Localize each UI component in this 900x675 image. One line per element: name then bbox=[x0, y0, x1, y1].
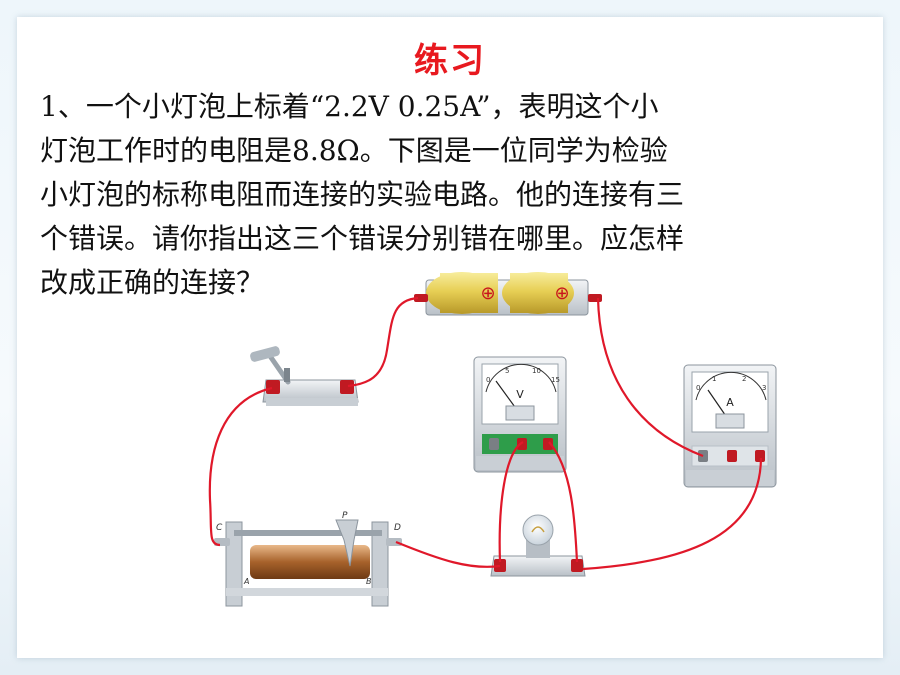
scale-label: 0 bbox=[696, 384, 700, 392]
rheostat: C D P A B bbox=[214, 511, 402, 607]
scale-label: 15 bbox=[551, 376, 560, 384]
terminal bbox=[727, 450, 737, 462]
terminal-neg bbox=[489, 438, 499, 450]
terminal bbox=[517, 438, 527, 450]
rheostat-label-a: A bbox=[243, 577, 249, 586]
switch-terminal bbox=[340, 380, 354, 394]
knife-switch bbox=[250, 346, 359, 406]
question-line: 改成正确的连接？ bbox=[40, 266, 265, 299]
battery-terminal-right bbox=[588, 294, 602, 302]
slide-title: 练习 bbox=[414, 41, 486, 81]
plus-icon: ⊕ bbox=[480, 283, 495, 304]
ammeter: 0 1 2 3 A bbox=[683, 364, 777, 488]
plus-icon: ⊕ bbox=[554, 283, 569, 304]
battery-box: ⊕ ⊕ bbox=[414, 272, 602, 316]
voltmeter: 0 5 10 15 V bbox=[473, 356, 567, 473]
light-bulb bbox=[490, 514, 586, 577]
rheostat-label-c: C bbox=[216, 523, 223, 533]
question-line: 1、一个小灯泡上标着“2.2V 0.25A”，表明这个小 bbox=[40, 90, 659, 123]
rheostat-label-d: D bbox=[394, 523, 401, 533]
wire bbox=[208, 386, 273, 547]
ammeter-symbol: A bbox=[726, 396, 734, 409]
lamp-terminal bbox=[571, 559, 583, 572]
scale-label: 3 bbox=[762, 384, 766, 392]
scale-label: 5 bbox=[505, 367, 509, 375]
terminal bbox=[543, 438, 553, 450]
switch-terminal bbox=[266, 380, 280, 394]
lamp-terminal bbox=[494, 559, 506, 572]
question-text: 1、一个小灯泡上标着“2.2V 0.25A”，表明这个小 灯泡工作时的电阻是8.… bbox=[40, 85, 855, 305]
question-line: 灯泡工作时的电阻是8.8Ω。下图是一位同学为检验 bbox=[40, 134, 668, 167]
rheostat-label-p: P bbox=[342, 511, 348, 521]
wire bbox=[347, 296, 419, 388]
wire bbox=[548, 441, 579, 563]
question-line: 小灯泡的标称电阻而连接的实验电路。他的连接有三 bbox=[40, 178, 685, 211]
wire bbox=[582, 457, 763, 571]
terminal bbox=[755, 450, 765, 462]
scale-label: 0 bbox=[486, 376, 490, 384]
slide-canvas bbox=[17, 17, 883, 658]
wire bbox=[596, 297, 704, 458]
rheostat-label-b: B bbox=[366, 577, 372, 586]
scale-label: 2 bbox=[742, 375, 746, 383]
scale-label: 10 bbox=[532, 367, 541, 375]
voltmeter-symbol: V bbox=[516, 388, 524, 401]
scale-label: 1 bbox=[712, 375, 716, 383]
wire bbox=[395, 540, 501, 568]
wire bbox=[498, 441, 524, 563]
wires bbox=[208, 296, 763, 571]
question-line: 个错误。请你指出这三个错误分别错在哪里。应怎样 bbox=[40, 222, 685, 255]
battery-terminal-left bbox=[414, 294, 428, 302]
